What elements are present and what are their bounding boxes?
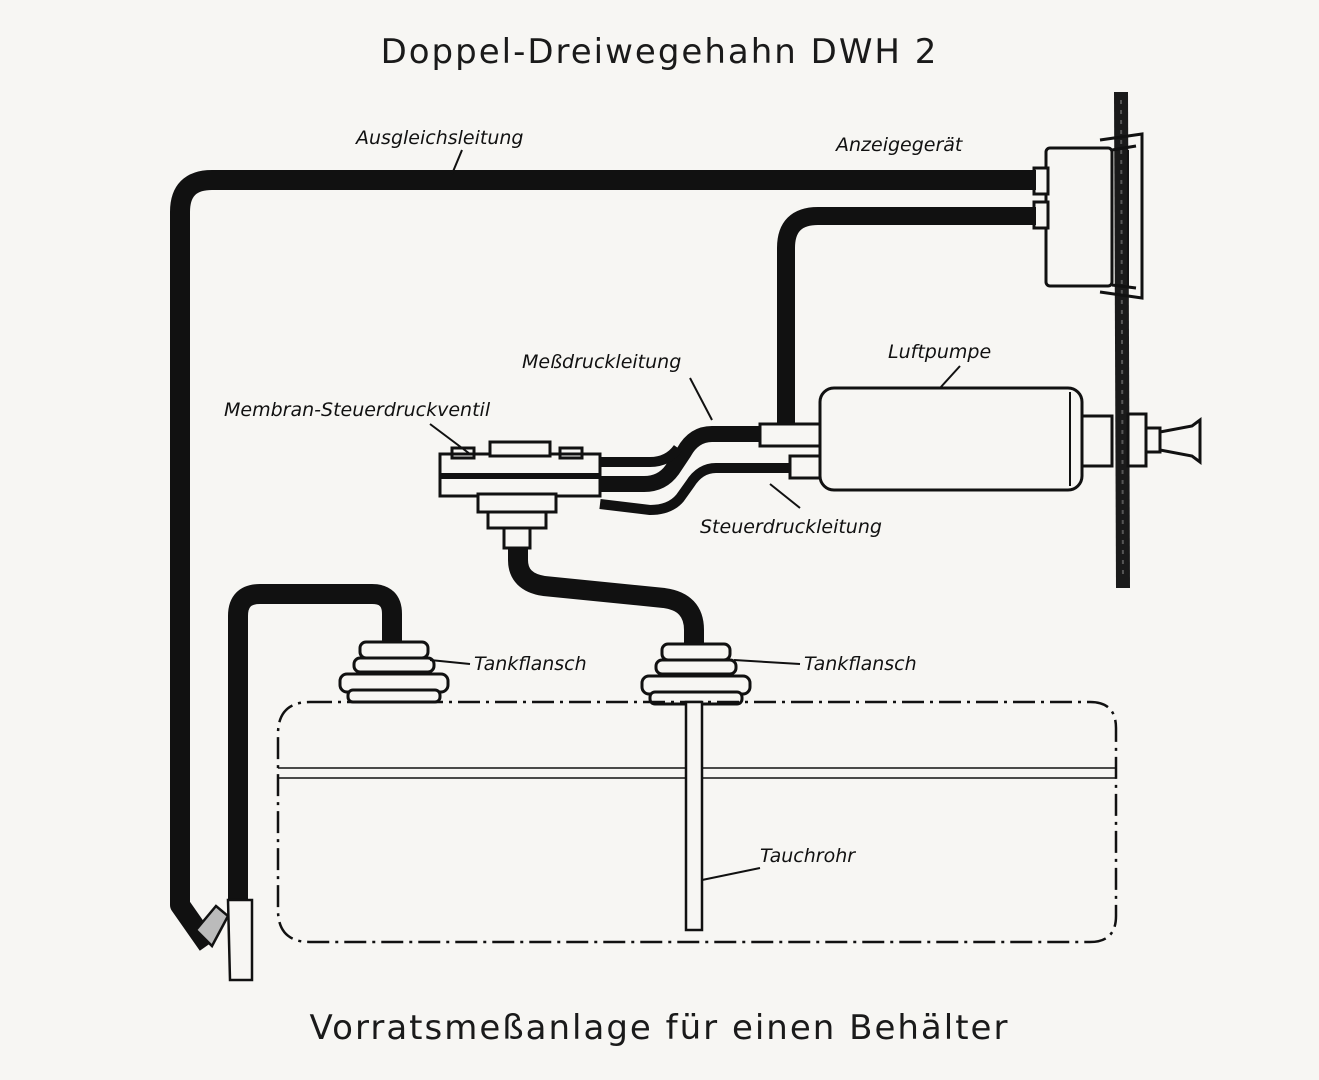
diagram-caption: Vorratsmeßanlage für einen Behälter xyxy=(309,1008,1010,1048)
label-tankflansch-left: Tankflansch xyxy=(474,653,587,675)
equalizer-end xyxy=(194,898,254,982)
dip-tube xyxy=(684,700,704,932)
label-messdruckleitung: Meßdruckleitung xyxy=(522,351,681,373)
left-flange-pipe xyxy=(228,584,402,900)
valve-pipes xyxy=(599,426,790,515)
label-membran-steuerdruckventil: Membran-Steuerdruckventil xyxy=(224,399,491,421)
right-tank-flange xyxy=(640,642,752,706)
messdruckleitung-pipe xyxy=(777,207,1036,430)
diagram-title: Doppel-Dreiwegehahn DWH 2 xyxy=(380,32,939,72)
label-tauchrohr: Tauchrohr xyxy=(760,845,856,867)
air-pump xyxy=(758,386,1202,492)
label-ausgleichsleitung: Ausgleichsleitung xyxy=(354,127,523,149)
panel-wall xyxy=(1114,92,1130,588)
membrane-valve xyxy=(438,440,602,550)
label-steuerdruckleitung: Steuerdruckleitung xyxy=(700,516,882,538)
valve-to-flange-pipe xyxy=(508,548,704,648)
label-anzeigegeraet: Anzeigegerät xyxy=(834,134,964,156)
ausgleichsleitung-pipe xyxy=(170,170,1036,951)
leader-lines xyxy=(429,149,961,881)
left-tank-flange xyxy=(338,640,450,704)
label-luftpumpe: Luftpumpe xyxy=(888,341,991,363)
label-tankflansch-right: Tankflansch xyxy=(804,653,917,675)
